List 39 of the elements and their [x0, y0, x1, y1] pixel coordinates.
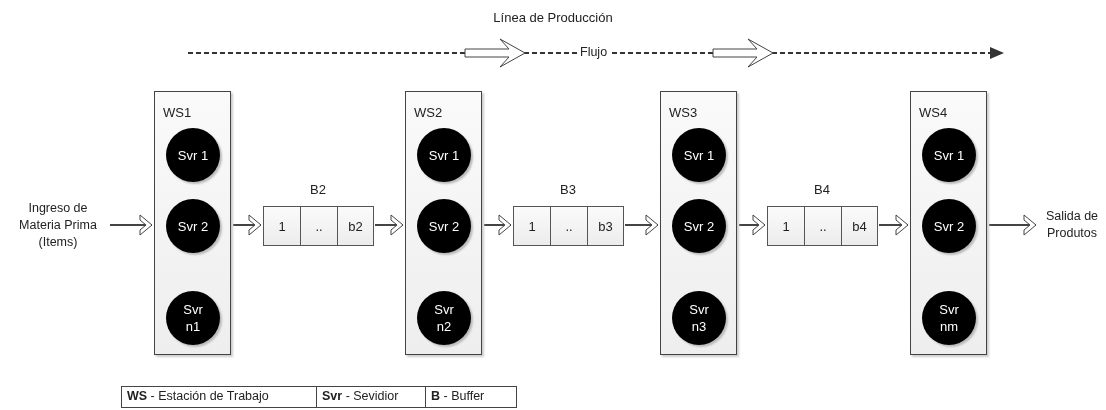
station-label: WS3	[669, 105, 698, 120]
buffer-label: B3	[559, 182, 577, 197]
diagram-title: Línea de Producción	[493, 10, 613, 25]
buffer-slot: b4	[841, 206, 878, 246]
server-circle: Svr n1	[166, 291, 220, 345]
server-circle: Svr 1	[672, 128, 726, 182]
server-circle: Svr 1	[166, 128, 220, 182]
buffer-label: B2	[309, 182, 327, 197]
station-label: WS4	[919, 105, 948, 120]
server-circle: Svr n2	[417, 291, 471, 345]
flow-label: Flujo	[578, 45, 610, 59]
buffer-slot: b3	[587, 206, 624, 246]
legend-entry: WS - Estación de Trabajo	[121, 386, 317, 408]
server-circle: Svr nm	[922, 291, 976, 345]
server-circle: Svr 2	[672, 199, 726, 253]
legend-entry: Svr - Sevidior	[316, 386, 426, 408]
legend-entry: B - Buffer	[425, 386, 517, 408]
server-circle: Svr 2	[922, 199, 976, 253]
buffer-slot: 1	[767, 206, 805, 246]
buffer-slot: ..	[300, 206, 338, 246]
server-circle: Svr 1	[417, 128, 471, 182]
station-label: WS1	[163, 105, 192, 120]
server-circle: Svr n3	[672, 291, 726, 345]
buffer-slot: ..	[804, 206, 842, 246]
buffer-slot: ..	[550, 206, 588, 246]
workstation-box	[910, 91, 987, 355]
server-circle: Svr 2	[417, 199, 471, 253]
buffer-label: B4	[813, 182, 831, 197]
buffer-slot: 1	[263, 206, 301, 246]
server-circle: Svr 1	[922, 128, 976, 182]
buffer-slot: 1	[513, 206, 551, 246]
workstation-box	[154, 91, 231, 355]
output-label: Salida de Produtos	[1038, 206, 1106, 244]
workstation-box	[660, 91, 737, 355]
buffer-slot: b2	[337, 206, 374, 246]
station-label: WS2	[414, 105, 443, 120]
input-label: Ingreso de Materia Prima (Items)	[8, 200, 108, 250]
workstation-box	[405, 91, 482, 355]
server-circle: Svr 2	[166, 199, 220, 253]
